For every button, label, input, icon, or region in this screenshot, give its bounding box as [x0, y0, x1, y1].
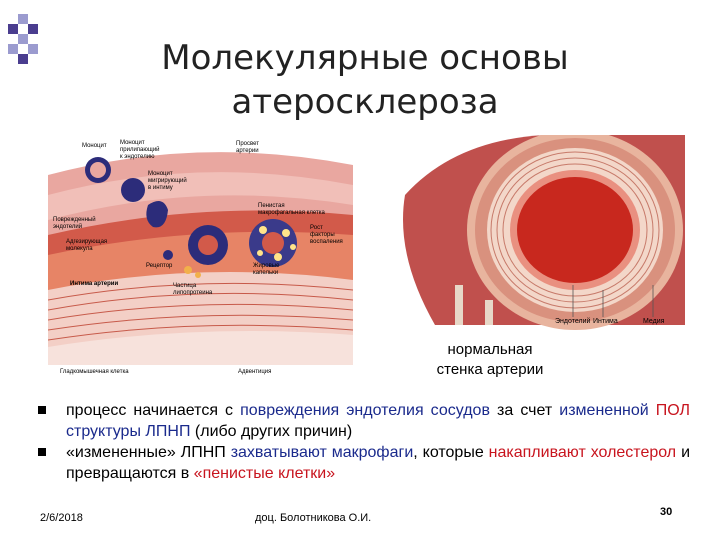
label-adventitia: Адвентиция — [238, 369, 272, 375]
bullet-2-text-2: захватывают макрофаги — [230, 444, 414, 461]
bullet-square-icon — [38, 448, 46, 456]
bullet-2-text-3: , которые — [413, 444, 489, 461]
label-growth-factors: Рост факторы воспаления — [310, 225, 343, 245]
footer-date: 2/6/2018 — [40, 512, 83, 524]
bullet-1-text-6: структуры ЛПНП — [66, 423, 191, 440]
atherosclerosis-drawing — [48, 135, 353, 380]
bullet-2-text-1: «измененные» ЛПНП — [66, 444, 231, 461]
label-receptor: Рецептор — [146, 263, 173, 269]
label-lumen: Просвет артерии — [236, 141, 259, 154]
label-monocyte-adhering: Моноцит прилипающий к эндотелию — [120, 140, 160, 160]
slide-title: Молекулярные основы атеросклероза — [150, 36, 580, 124]
bullet-1-text-3: за счет — [489, 402, 560, 419]
bullet-1-text-7: (либо других причин) — [190, 423, 353, 440]
label-monocyte: Моноцит — [82, 143, 107, 149]
label-fat-droplets: Жировые капельки — [253, 263, 280, 276]
label-adhesive-molecule: Адгезирующая молекула — [66, 239, 108, 252]
title-line-1: Молекулярные основы — [161, 38, 569, 78]
bullet-2-text-5: и превращаются в — [66, 444, 691, 482]
footer-author: доц. Болотникова О.И. — [255, 512, 372, 524]
bullet-1-text-4: измененной — [559, 402, 656, 419]
bullet-item-2: «измененные» ЛПНП захватывают макрофаги,… — [30, 442, 690, 484]
bullet-square-icon — [38, 406, 46, 414]
label-damaged-endothelium: Поврежденный эндотелий — [53, 217, 96, 230]
label-smooth-muscle: Гладкомышечная клетка — [60, 369, 129, 375]
label-intima-right: Интима — [593, 318, 618, 325]
label-intima: Интима артерии — [70, 281, 119, 287]
caption-line-1: нормальная — [447, 341, 533, 358]
bullet-2-text-4: накапливают холестерол — [488, 444, 677, 461]
page-number: 30 — [660, 506, 673, 518]
normal-artery-illustration: Эндотелий Интима Медия — [395, 135, 685, 330]
title-line-2: атеросклероза — [231, 82, 499, 122]
artery-cross-section — [403, 135, 685, 330]
artery-caption: нормальная стенка артерии — [405, 340, 575, 380]
bullet-1-text-5: ПОЛ — [655, 402, 691, 419]
label-endothelium: Эндотелий — [555, 318, 591, 325]
bullet-1-text-1: процесс начинается с — [66, 402, 241, 419]
label-migrating: Моноцит мигрирующий в интиму — [148, 171, 187, 191]
bullet-2-text-6: «пенистые клетки» — [193, 465, 336, 482]
atherosclerosis-illustration: Моноцит Моноцит прилипающий к эндотелию … — [48, 135, 353, 380]
caption-line-2: стенка артерии — [436, 361, 544, 378]
label-lipoprotein-particle: Частица липопротеина — [173, 283, 213, 296]
decorative-squares — [8, 14, 38, 64]
label-media: Медия — [643, 318, 665, 325]
bullet-1-text-2: повреждения эндотелия сосудов — [240, 402, 490, 419]
label-foam-cell: Пенистая макрофагальная клетка — [258, 203, 325, 216]
bullet-list: процесс начинается с повреждения эндотел… — [30, 400, 690, 484]
bullet-item-1: процесс начинается с повреждения эндотел… — [30, 400, 690, 442]
